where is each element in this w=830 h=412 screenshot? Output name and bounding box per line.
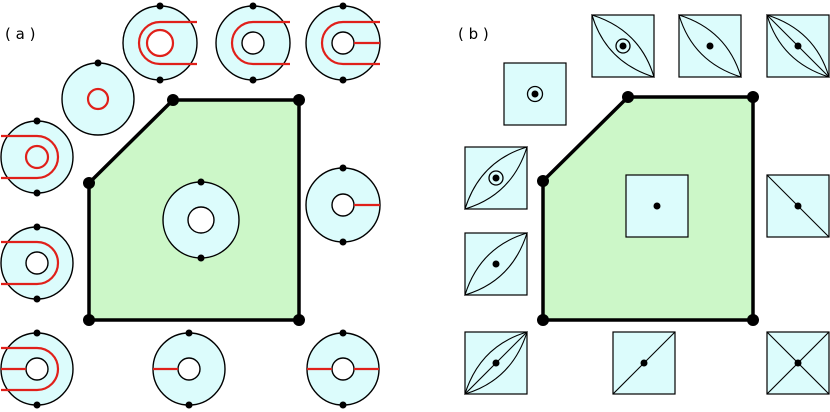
annulus-bottom-right [306,329,380,409]
annulus-center [162,178,240,262]
square-upper-left [503,62,567,126]
square-top-2 [678,14,742,78]
square-left-1 [464,146,528,210]
annulus-left-1 [0,117,74,197]
annulus-top-1 [122,2,198,84]
annulus-right [305,164,381,246]
annulus-left-2 [0,223,74,303]
panel-b-polygon-vertices [537,91,759,326]
panel-a-label: ( a ) [5,25,35,43]
square-bottom-left [464,331,528,395]
annulus-bottom-left [0,329,74,409]
annulus-top-2 [215,2,291,84]
square-center [625,174,689,238]
panel-b: ( b ) [458,14,830,395]
annulus-upper-left [61,59,135,136]
square-left-2 [464,232,528,296]
square-bottom-right [766,331,830,395]
square-right [766,174,830,238]
panel-a: ( a ) [0,2,381,409]
annulus-bottom-middle [152,329,226,409]
square-bottom-middle [612,331,676,395]
square-top-1 [591,14,655,78]
annulus-top-3 [305,2,381,84]
panel-b-label: ( b ) [458,25,489,43]
panel-a-polygon-vertices [83,94,305,326]
square-top-3 [766,14,830,78]
